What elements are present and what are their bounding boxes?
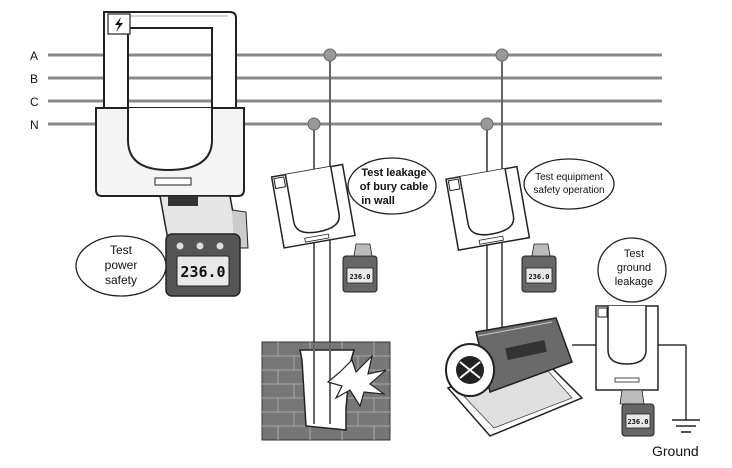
callout-equipment-safety: Test equipment safety operation xyxy=(523,158,615,210)
callout-text: Test equipment xyxy=(535,172,603,183)
callout-bubble xyxy=(523,158,615,210)
motor-equipment xyxy=(445,317,584,437)
lcd-screen xyxy=(176,255,230,287)
motor-highlight xyxy=(477,321,553,337)
clamp-jaw-inner xyxy=(459,168,515,236)
callout-text: power xyxy=(105,258,138,272)
callout-bubble xyxy=(75,235,167,297)
meter-grip xyxy=(531,243,551,257)
callout-power-safety: Test power safety xyxy=(75,235,167,297)
clamp-meter-ground: 236.0 xyxy=(572,305,687,437)
callout-text: leakage xyxy=(615,276,654,288)
junction-dot xyxy=(307,117,321,131)
junction-dot xyxy=(495,48,509,62)
brick-wall xyxy=(261,341,391,441)
grip-button xyxy=(168,196,198,206)
large-clamp-meter: 236.0 xyxy=(95,11,249,297)
flash-icon-frame xyxy=(447,178,461,192)
lcd-screen xyxy=(525,267,553,284)
callout-text: Test xyxy=(110,243,133,257)
callout-bubble xyxy=(597,237,667,303)
callout-bubble xyxy=(347,157,437,215)
callout-text: in wall xyxy=(361,195,395,207)
lcd-reading: 236.0 xyxy=(180,263,225,281)
ground-symbol-icon xyxy=(672,419,700,433)
callout-cable-leakage: Test leakage of bury cable in wall xyxy=(347,157,437,215)
callout-text: Test xyxy=(624,248,644,260)
callout-text: safety xyxy=(105,273,137,287)
callout-text: safety operation xyxy=(533,185,604,196)
clamp-meter-cable xyxy=(270,163,356,249)
meter-grip xyxy=(353,243,373,257)
meter-grip xyxy=(619,389,645,405)
line-b-label: B xyxy=(30,72,38,86)
meter-button xyxy=(216,242,224,250)
spark-icon xyxy=(326,354,387,408)
junction-dot xyxy=(323,48,337,62)
junction-dot xyxy=(480,117,494,131)
trigger-slot xyxy=(614,377,640,383)
clamp-jaw-inner xyxy=(284,166,340,234)
line-n-label: N xyxy=(30,118,39,132)
clamp-meter-equipment xyxy=(445,165,531,251)
motor-fan-blades xyxy=(459,361,481,379)
lcd-reading: 236.0 xyxy=(627,418,648,426)
callout-text: ground xyxy=(617,262,651,274)
meter-button xyxy=(176,242,184,250)
flash-icon-frame xyxy=(597,307,608,318)
callout-ground-leakage: Test ground leakage xyxy=(597,237,667,303)
small-meter-cable: 236.0 xyxy=(342,243,378,293)
line-c-label: C xyxy=(30,95,39,109)
callout-text: of bury cable xyxy=(360,181,428,193)
lcd-reading: 236.0 xyxy=(528,273,549,281)
lcd-screen xyxy=(625,413,651,429)
ground-label: Ground xyxy=(652,443,699,459)
lcd-screen xyxy=(346,267,374,284)
small-meter-equipment: 236.0 xyxy=(521,243,557,293)
flash-icon-frame xyxy=(273,176,287,190)
lcd-reading: 236.0 xyxy=(349,273,370,281)
trigger-slot xyxy=(478,235,504,245)
trigger-slot xyxy=(154,177,192,186)
line-a-label: A xyxy=(30,49,38,63)
clamp-jaw-inner xyxy=(607,306,647,365)
callout-text: Test leakage xyxy=(361,167,426,179)
trigger-slot xyxy=(304,233,330,243)
clamp-jaw-inner xyxy=(127,108,213,172)
motor-nameplate xyxy=(505,339,547,361)
flash-icon xyxy=(115,17,123,32)
meter-button xyxy=(196,242,204,250)
